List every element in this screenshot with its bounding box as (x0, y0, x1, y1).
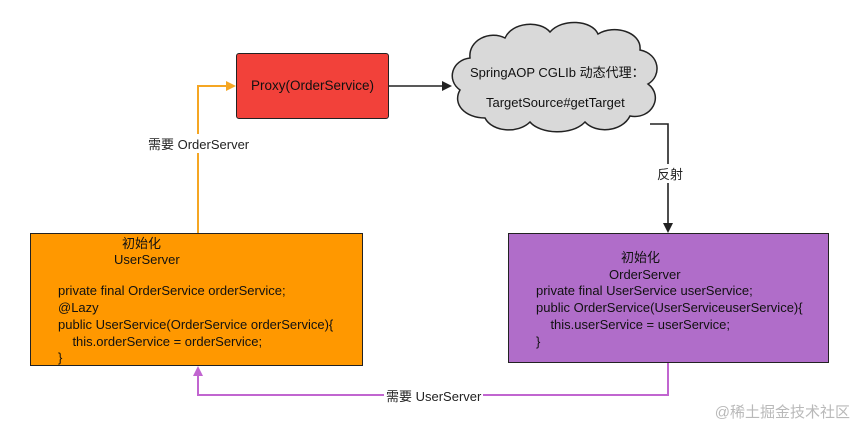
watermark: @稀土掘金技术社区 (714, 404, 850, 421)
user-code-line-5: } (58, 350, 63, 365)
user-code-line-1: private final OrderService orderService; (58, 283, 286, 298)
arrow-need-order (197, 81, 236, 233)
user-box-title-1: 初始化 (122, 236, 162, 251)
label-reflect: 反射 (655, 164, 686, 183)
order-code-line-4: } (536, 334, 541, 349)
user-code-line-4: this.orderService = orderService; (58, 334, 263, 349)
order-box-title-2: OrderServer (609, 267, 681, 282)
user-code-line-2: @Lazy (58, 300, 99, 315)
label-need-order: 需要 OrderServer (146, 134, 252, 153)
proxy-label: Proxy(OrderService) (250, 77, 375, 93)
user-box-title-2: UserServer (114, 252, 180, 267)
order-code-line-1: private final UserService userService; (536, 283, 753, 298)
cloud-shape (451, 21, 658, 133)
order-box-title-1: 初始化 (621, 250, 661, 265)
user-server-box: 初始化 UserServer private final OrderServic… (30, 233, 363, 366)
proxy-box: Proxy(OrderService) (236, 53, 389, 119)
user-code-line-3: public UserService(OrderService orderSer… (58, 317, 334, 332)
label-need-user: 需要 UserServer (384, 386, 484, 405)
order-code-line-3: this.userService = userService; (536, 317, 730, 332)
order-code-line-2: public OrderService(UserServiceuserServi… (536, 300, 803, 315)
arrow-reflect (650, 123, 673, 233)
cloud-line-1: SpringAOP CGLIb 动态代理： (470, 65, 645, 80)
cloud-line-2: TargetSource#getTarget (486, 95, 625, 110)
order-server-box: 初始化 OrderServer private final UserServic… (508, 233, 829, 363)
